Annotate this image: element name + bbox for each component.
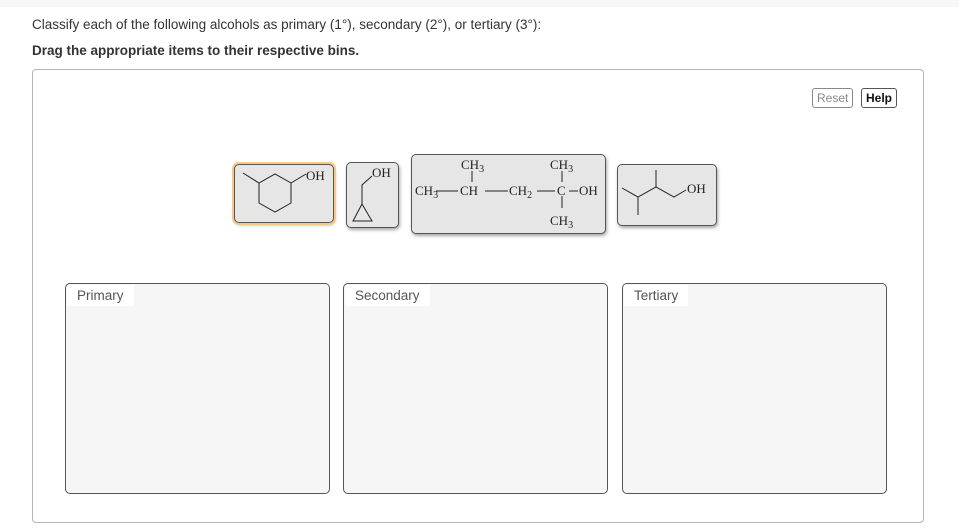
draggable-item-3-methylcyclohexanol[interactable]: OH [234, 164, 334, 223]
ch2-label: CH2 [509, 183, 532, 201]
ch3-left-label: CH3 [415, 183, 438, 201]
oh-label: OH [372, 165, 391, 180]
top-bar [0, 0, 959, 7]
oh-label: OH [687, 181, 706, 196]
draggable-item-2-3-dimethyl-1-butanol[interactable]: OH [617, 164, 717, 226]
molecule-structure-icon: OH [242, 168, 325, 213]
bin-label-tertiary: Tertiary [624, 285, 689, 306]
bin-label-secondary: Secondary [345, 285, 430, 306]
molecule-structure-icon: OH [621, 170, 706, 215]
task-instruction: Drag the appropriate items to their resp… [32, 43, 360, 58]
ch3-top-right-label: CH3 [550, 157, 573, 175]
draggable-item-2-4-dimethyl-2-pentanol[interactable]: CH3 CH3 CH3 CH CH2 C OH CH3 [411, 154, 606, 234]
reset-button[interactable]: Reset [812, 88, 854, 108]
bin-tertiary[interactable]: Tertiary [622, 283, 887, 494]
molecule-structure-icon: CH3 CH3 CH3 CH CH2 C OH CH3 [415, 157, 598, 231]
ch-label: CH [460, 183, 478, 198]
ch3-top-left-label: CH3 [461, 157, 484, 175]
oh-label: OH [306, 168, 325, 183]
question-text: Classify each of the following alcohols … [32, 17, 542, 32]
molecule-structure-icon: OH [352, 165, 391, 222]
oh-label: OH [579, 183, 598, 198]
draggable-item-cyclopropylmethanol[interactable]: OH [346, 162, 399, 228]
bin-primary[interactable]: Primary [65, 283, 330, 494]
help-button[interactable]: Help [861, 88, 898, 108]
bin-secondary[interactable]: Secondary [343, 283, 608, 494]
c-label: C [557, 183, 566, 198]
bin-label-primary: Primary [67, 285, 134, 306]
ch3-bottom-label: CH3 [550, 213, 573, 231]
